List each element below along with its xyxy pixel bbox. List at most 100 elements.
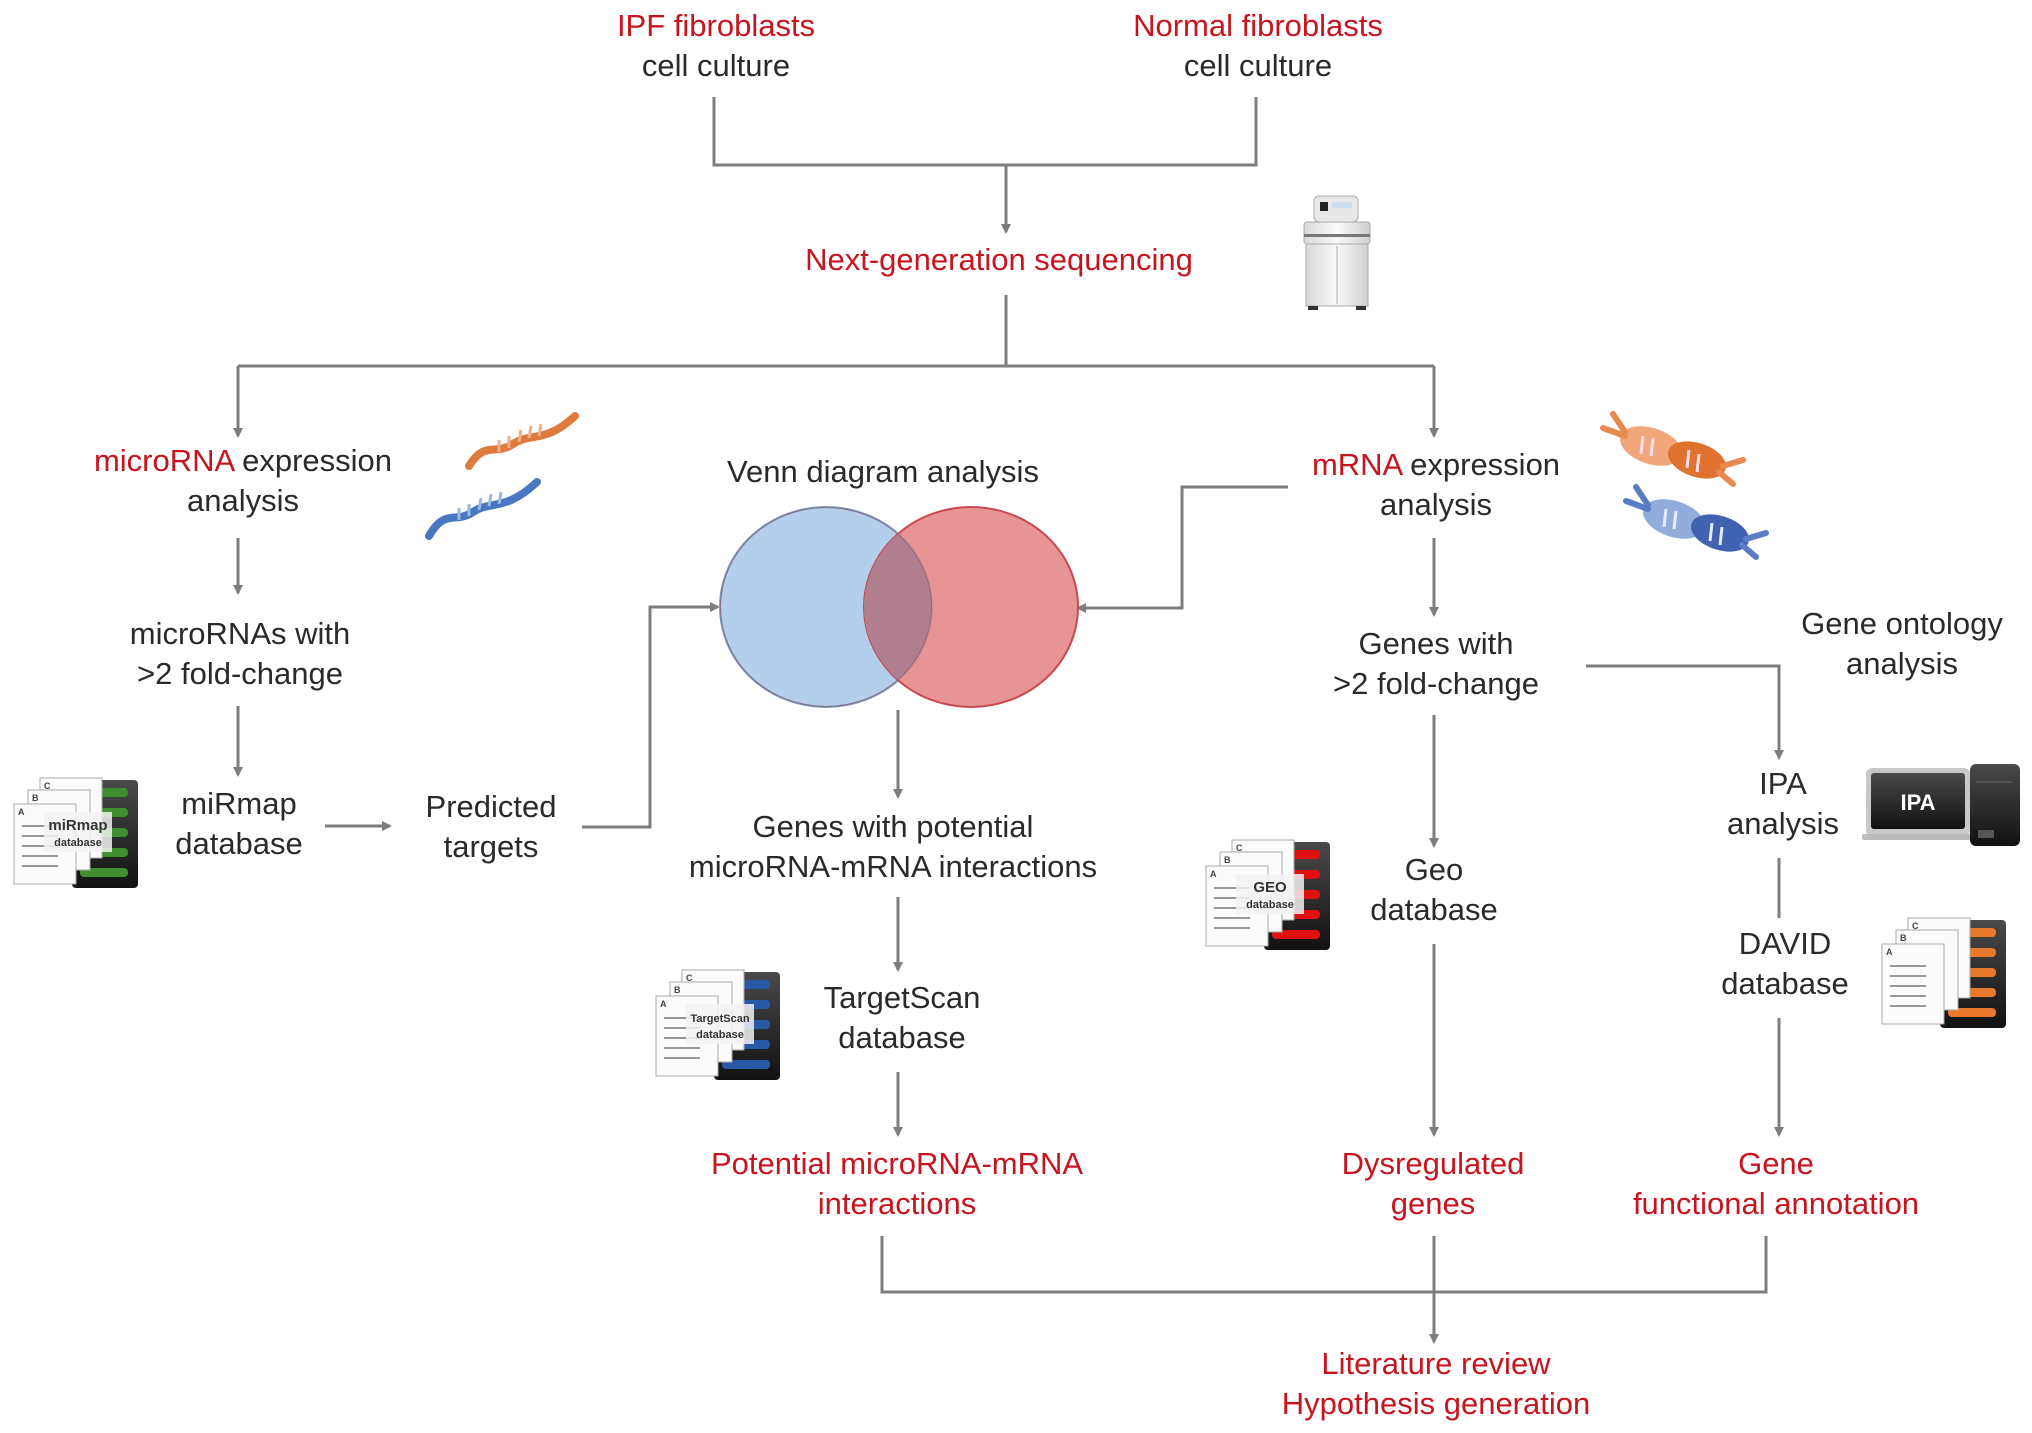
- document-letter: B: [32, 793, 39, 803]
- db-label-subtitle: database: [1246, 899, 1294, 911]
- connector-bottom-merge: [880, 1236, 1768, 1294]
- connector-ipf: [712, 97, 1258, 167]
- genes-potential-line2: microRNA-mRNA interactions: [688, 849, 1098, 884]
- ipf-fibroblasts-node: IPF fibroblasts cell culture: [617, 6, 815, 86]
- document-letter: C: [44, 781, 51, 791]
- dna-helix-icon: [1600, 411, 1746, 487]
- targetscan-line1: TargetScan: [823, 980, 981, 1015]
- potential-interactions-line1: Potential microRNA-mRNA: [710, 1146, 1084, 1181]
- arrow-to-ipa: [1586, 664, 1784, 760]
- microrna-highlight: microRNA: [93, 443, 234, 478]
- literature-node: Literature review Hypothesis generation: [1282, 1344, 1590, 1424]
- ipa-screen-label: IPA: [1900, 790, 1935, 815]
- document-letter: A: [660, 999, 667, 1009]
- genes-fold-line1: Genes with: [1358, 626, 1514, 661]
- mirmap-line1: miRmap: [181, 786, 297, 821]
- ipa-line2: analysis: [1727, 806, 1839, 841]
- server-drive: [1948, 1008, 1996, 1017]
- arrow-mrna-to-venn: [1076, 485, 1288, 613]
- targetscan-database-icon: CBA TargetScan database: [655, 969, 780, 1080]
- venn-title: Venn diagram analysis: [727, 454, 1039, 489]
- micrornas-fold-line1: microRNAs with: [129, 616, 351, 651]
- potential-interactions-line2: interactions: [817, 1186, 977, 1221]
- arrow-predicted-to-venn: [582, 602, 720, 829]
- ipa-line1: IPA: [1759, 766, 1807, 801]
- targetscan-line2: database: [838, 1020, 966, 1055]
- db-label-title: miRmap: [48, 817, 107, 834]
- mrna-expression-node: mRNA expression analysis: [1312, 445, 1560, 525]
- db-label-plate: [1236, 874, 1304, 914]
- geo-node: Geo database: [1370, 850, 1498, 930]
- ngs-node: Next-generation sequencing: [805, 242, 1193, 277]
- potential-interactions-node: Potential microRNA-mRNA interactions: [711, 1144, 1083, 1224]
- document-letter: B: [674, 985, 681, 995]
- literature-line1: Literature review: [1321, 1346, 1551, 1381]
- genes-fold-line2: >2 fold-change: [1333, 666, 1539, 701]
- predicted-line2: targets: [443, 829, 539, 864]
- rna-strand-icon: [465, 412, 579, 470]
- connector-ngs-split: [238, 295, 1434, 368]
- rna-strand-icon: [425, 478, 541, 540]
- document-letter: C: [1912, 921, 1919, 931]
- normal-fibroblasts-node: Normal fibroblasts cell culture: [1133, 6, 1383, 86]
- gene-ontology-line2: analysis: [1846, 646, 1958, 681]
- ipf-cell-culture-label: cell culture: [641, 48, 791, 83]
- db-label-plate: [686, 1004, 754, 1044]
- david-line2: database: [1721, 966, 1849, 1001]
- mrna-analysis-label: analysis: [1379, 487, 1492, 522]
- microrna-analysis-label: analysis: [186, 483, 299, 518]
- db-label-title: TargetScan: [690, 1013, 749, 1025]
- dysregulated-line2: genes: [1390, 1186, 1476, 1221]
- document-letter: A: [1210, 869, 1217, 879]
- genes-fold-node: Genes with >2 fold-change: [1333, 624, 1539, 704]
- db-label-subtitle: database: [696, 1029, 744, 1041]
- document-letter: B: [1224, 855, 1231, 865]
- computer-icon: IPA: [1862, 764, 2020, 846]
- server-drive: [80, 868, 128, 877]
- geo-line1: Geo: [1404, 852, 1464, 887]
- literature-line2: Hypothesis generation: [1281, 1386, 1591, 1421]
- targetscan-node: TargetScan database: [824, 978, 981, 1058]
- gene-ontology-node: Gene ontology analysis: [1801, 604, 2003, 684]
- document-letter: B: [1900, 933, 1907, 943]
- gene-functional-node: Gene functional annotation: [1633, 1144, 1919, 1224]
- db-label-title: GEO: [1253, 879, 1287, 896]
- gene-ontology-line1: Gene ontology: [1801, 606, 2003, 641]
- document-letter: C: [1236, 843, 1243, 853]
- dysregulated-genes-node: Dysregulated genes: [1342, 1144, 1525, 1224]
- mrna-highlight: mRNA: [1311, 447, 1402, 482]
- db-label-plate: [44, 812, 112, 852]
- gene-functional-line1: Gene: [1738, 1146, 1814, 1181]
- microrna-expression-node: microRNA expression analysis: [94, 441, 392, 521]
- predicted-line1: Predicted: [425, 789, 557, 824]
- geo-line2: database: [1370, 892, 1498, 927]
- normal-fibroblasts-label: Normal fibroblasts: [1133, 8, 1383, 43]
- server-drive: [1272, 930, 1320, 939]
- david-node: DAVID database: [1721, 924, 1849, 1004]
- gene-functional-line2: functional annotation: [1632, 1186, 1920, 1221]
- micrornas-fold-node: microRNAs with >2 fold-change: [130, 614, 350, 694]
- micrornas-fold-line2: >2 fold-change: [137, 656, 343, 691]
- david-database-icon: CBA: [1881, 917, 2006, 1028]
- db-label-subtitle: database: [54, 837, 102, 849]
- ipf-fibroblasts-label: IPF fibroblasts: [616, 8, 816, 43]
- dysregulated-line1: Dysregulated: [1341, 1146, 1525, 1181]
- microrna-expression-text: expression: [233, 443, 393, 478]
- sequencer-icon: [1303, 195, 1371, 310]
- mirmap-node: miRmap database: [175, 784, 303, 864]
- genes-potential-node: Genes with potential microRNA-mRNA inter…: [689, 807, 1097, 887]
- document-letter: A: [18, 807, 25, 817]
- ipa-node: IPA analysis: [1727, 764, 1839, 844]
- predicted-targets-node: Predicted targets: [426, 787, 557, 867]
- document-letter: C: [686, 973, 693, 983]
- server-drive: [722, 1060, 770, 1069]
- normal-cell-culture-label: cell culture: [1183, 48, 1333, 83]
- dna-helix-icon: [1623, 484, 1769, 560]
- geo-database-icon: CBA GEO database: [1205, 839, 1330, 950]
- david-line1: DAVID: [1738, 926, 1832, 961]
- document-letter: A: [1886, 947, 1893, 957]
- document-sheet: [1881, 943, 1945, 1025]
- mirmap-line2: database: [175, 826, 303, 861]
